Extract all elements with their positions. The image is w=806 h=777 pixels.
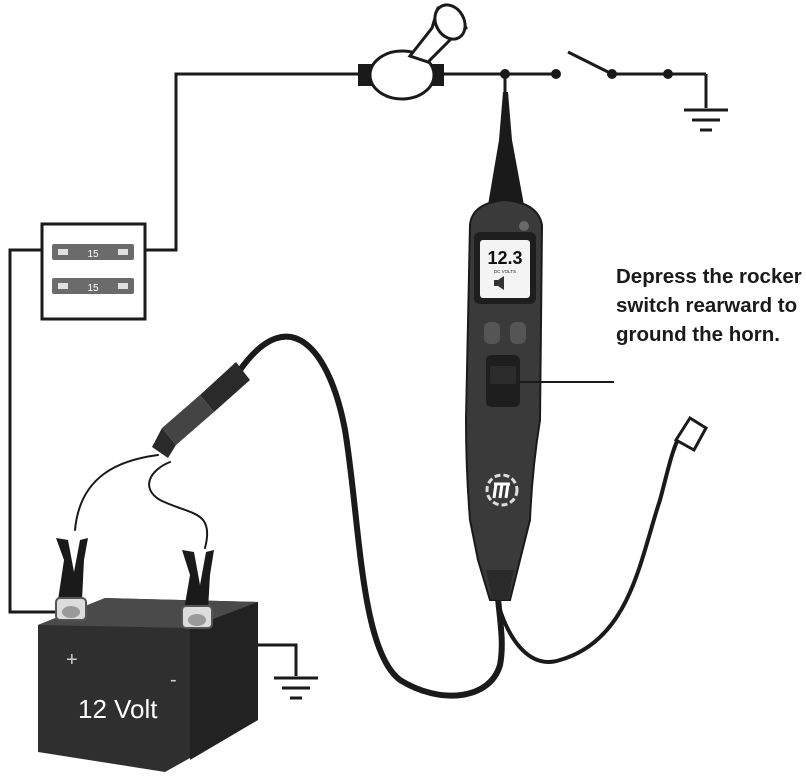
probe-tip <box>488 92 524 205</box>
battery-feed-wire <box>8 248 66 614</box>
fuse-box: 15 15 <box>40 222 147 321</box>
horn-supply-wire <box>145 72 362 252</box>
battery-negative-symbol: - <box>170 669 177 691</box>
tester-power-cable <box>237 333 505 699</box>
tester-light-icon <box>519 221 529 231</box>
fuse: 15 <box>52 244 134 260</box>
junction-dot <box>551 69 561 79</box>
junction-dot <box>607 69 617 79</box>
caption-line: switch rearward to <box>616 294 798 317</box>
fuse-rating: 15 <box>87 249 99 260</box>
battery-label: 12 Volt <box>78 694 158 724</box>
tester-button-left <box>484 322 500 344</box>
caption-line: ground the horn. <box>616 323 780 346</box>
ground-symbol-icon <box>684 108 728 132</box>
circuit-wires <box>8 50 708 676</box>
negative-clamp-icon <box>181 550 214 629</box>
positive-clamp-icon <box>55 538 88 621</box>
tester-screen <box>480 240 530 298</box>
tester-display-unit: DC VOLTS <box>494 269 516 274</box>
negative-lead <box>148 461 209 549</box>
junction-dot <box>663 69 673 79</box>
switch-blade <box>567 50 613 76</box>
tester-button-right <box>510 322 526 344</box>
speaker-icon <box>494 276 504 290</box>
battery-ground-wire <box>258 643 298 676</box>
auxiliary-ground-lead <box>498 433 682 664</box>
tester-display-value: 12.3 <box>487 248 522 268</box>
callout-caption: Depress the rocker switch rearward to gr… <box>616 262 806 349</box>
ground-symbol-icon <box>274 676 318 700</box>
aux-alligator-clip-icon <box>673 415 708 453</box>
battery-positive-symbol: + <box>66 649 78 671</box>
horn-icon <box>358 3 468 101</box>
fuse-rating: 15 <box>87 283 99 294</box>
cable-connector <box>152 362 250 458</box>
tester-logo-icon <box>485 473 519 507</box>
battery: + - 12 Volt <box>38 598 258 772</box>
caption-line: Depress the rocker <box>616 265 802 288</box>
fuse: 15 <box>52 278 134 294</box>
tester-cables <box>74 333 682 699</box>
junction-dot <box>500 69 510 79</box>
positive-lead <box>74 454 159 531</box>
junction-dots <box>500 69 673 79</box>
power-probe-tester: 12.3 DC VOLTS <box>464 92 544 601</box>
